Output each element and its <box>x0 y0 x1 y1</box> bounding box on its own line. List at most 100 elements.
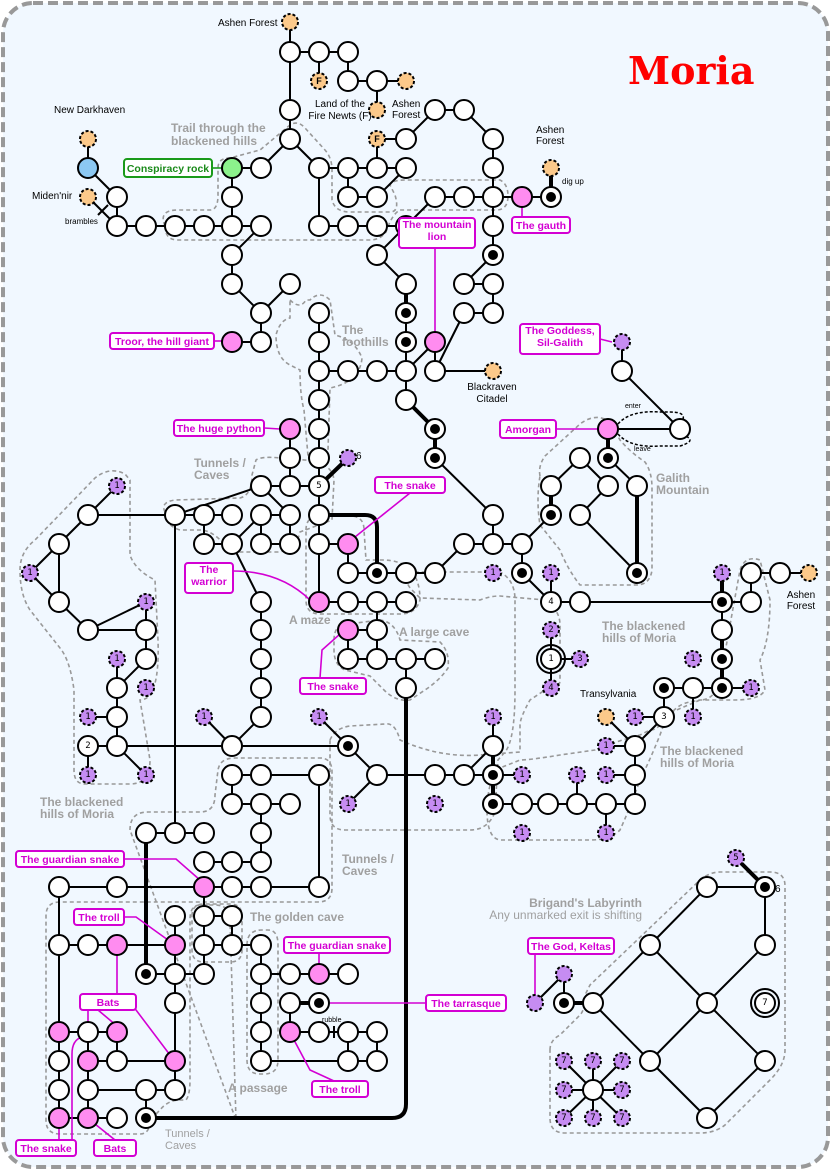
room-node[interactable] <box>395 360 417 382</box>
room-node[interactable] <box>366 591 388 613</box>
npc-room-node[interactable] <box>308 591 330 613</box>
special-exit-room-node[interactable] <box>511 562 533 584</box>
room-node[interactable] <box>48 1079 70 1101</box>
room-node[interactable] <box>482 533 504 555</box>
exit-node[interactable] <box>79 130 97 148</box>
room-node[interactable] <box>221 793 243 815</box>
room-node[interactable] <box>279 963 301 985</box>
room-node[interactable]: 5 <box>308 475 330 497</box>
npc-room-node[interactable] <box>77 1107 99 1129</box>
room-node[interactable] <box>669 418 691 440</box>
room-node[interactable] <box>77 1079 99 1101</box>
room-node[interactable] <box>193 822 215 844</box>
room-node[interactable] <box>77 157 99 179</box>
room-node[interactable] <box>164 905 186 927</box>
room-node[interactable] <box>106 876 128 898</box>
room-node[interactable] <box>366 1050 388 1072</box>
room-node[interactable] <box>308 302 330 324</box>
room-node[interactable] <box>366 215 388 237</box>
special-exit-room-node[interactable] <box>135 1107 157 1129</box>
room-node[interactable] <box>48 1050 70 1072</box>
npc-label-conspiracy-rock[interactable]: Conspiracy rock <box>123 158 213 178</box>
room-node[interactable] <box>395 562 417 584</box>
room-node[interactable] <box>250 1021 272 1043</box>
exit-node[interactable] <box>368 101 386 119</box>
exit-node[interactable] <box>79 188 97 206</box>
teleport-node[interactable]: 1 <box>137 679 155 697</box>
room-node[interactable] <box>366 648 388 670</box>
room-node[interactable] <box>366 1021 388 1043</box>
room-node[interactable] <box>308 764 330 786</box>
room-node[interactable] <box>337 186 359 208</box>
room-node[interactable] <box>453 302 475 324</box>
teleport-node[interactable]: 7 <box>555 1081 573 1099</box>
room-node[interactable] <box>624 764 646 786</box>
teleport-node[interactable]: 7 <box>555 1109 573 1127</box>
teleport-node[interactable]: 1 <box>484 708 502 726</box>
room-node[interactable] <box>424 562 446 584</box>
room-node[interactable] <box>696 1107 718 1129</box>
room-node[interactable] <box>453 764 475 786</box>
room-node[interactable] <box>337 360 359 382</box>
exit-node[interactable]: F <box>310 72 328 90</box>
room-node[interactable] <box>279 99 301 121</box>
npc-room-node[interactable] <box>48 1021 70 1043</box>
room-node[interactable] <box>569 447 591 469</box>
npc-label-amorgan[interactable]: Amorgan <box>499 419 557 439</box>
room-node[interactable] <box>337 562 359 584</box>
room-node[interactable] <box>250 992 272 1014</box>
room-node[interactable] <box>48 934 70 956</box>
room-node[interactable] <box>250 157 272 179</box>
teleport-node[interactable]: 1 <box>21 564 39 582</box>
room-node[interactable] <box>696 876 718 898</box>
room-node[interactable] <box>250 648 272 670</box>
teleport-node[interactable]: 1 <box>426 795 444 813</box>
room-node[interactable] <box>569 504 591 526</box>
teleport-node[interactable] <box>613 333 631 351</box>
teleport-node[interactable]: 7 <box>555 1052 573 1070</box>
room-node[interactable] <box>193 851 215 873</box>
special-exit-room-node[interactable] <box>626 562 648 584</box>
room-node[interactable] <box>308 157 330 179</box>
npc-room-node[interactable] <box>279 1021 301 1043</box>
room-node[interactable] <box>221 851 243 873</box>
room-node[interactable] <box>250 475 272 497</box>
room-node[interactable] <box>308 418 330 440</box>
room-node[interactable] <box>77 1021 99 1043</box>
teleport-node[interactable]: 1 <box>626 708 644 726</box>
room-node[interactable] <box>453 186 475 208</box>
room-node[interactable] <box>740 562 762 584</box>
room-node[interactable] <box>48 533 70 555</box>
room-node[interactable] <box>366 360 388 382</box>
room-node[interactable] <box>193 504 215 526</box>
room-node[interactable] <box>395 273 417 295</box>
room-node[interactable] <box>337 648 359 670</box>
room-node[interactable] <box>540 475 562 497</box>
room-node[interactable] <box>424 360 446 382</box>
room-node[interactable] <box>395 591 417 613</box>
room-node[interactable] <box>569 591 591 613</box>
npc-room-node[interactable] <box>308 963 330 985</box>
room-node[interactable]: 3 <box>653 706 675 728</box>
special-exit-room-node[interactable] <box>540 504 562 526</box>
exit-node[interactable]: F <box>368 130 386 148</box>
room-node[interactable] <box>250 504 272 526</box>
exit-node[interactable] <box>800 564 818 582</box>
room-node[interactable] <box>135 648 157 670</box>
teleport-node[interactable]: 1 <box>597 766 615 784</box>
room-node[interactable] <box>193 963 215 985</box>
room-node[interactable] <box>424 99 446 121</box>
room-node[interactable] <box>250 876 272 898</box>
special-exit-room-node[interactable] <box>337 735 359 757</box>
npc-room-node[interactable] <box>164 934 186 956</box>
room-node[interactable] <box>337 1021 359 1043</box>
npc-room-node[interactable] <box>279 418 301 440</box>
exit-node[interactable] <box>397 72 415 90</box>
room-node[interactable] <box>482 186 504 208</box>
npc-label-the-tarrasque[interactable]: The tarrasque <box>425 994 507 1012</box>
room-node[interactable] <box>308 504 330 526</box>
room-node[interactable] <box>279 475 301 497</box>
teleport-node[interactable]: 1 <box>597 737 615 755</box>
room-node[interactable] <box>595 793 617 815</box>
room-node[interactable] <box>221 934 243 956</box>
